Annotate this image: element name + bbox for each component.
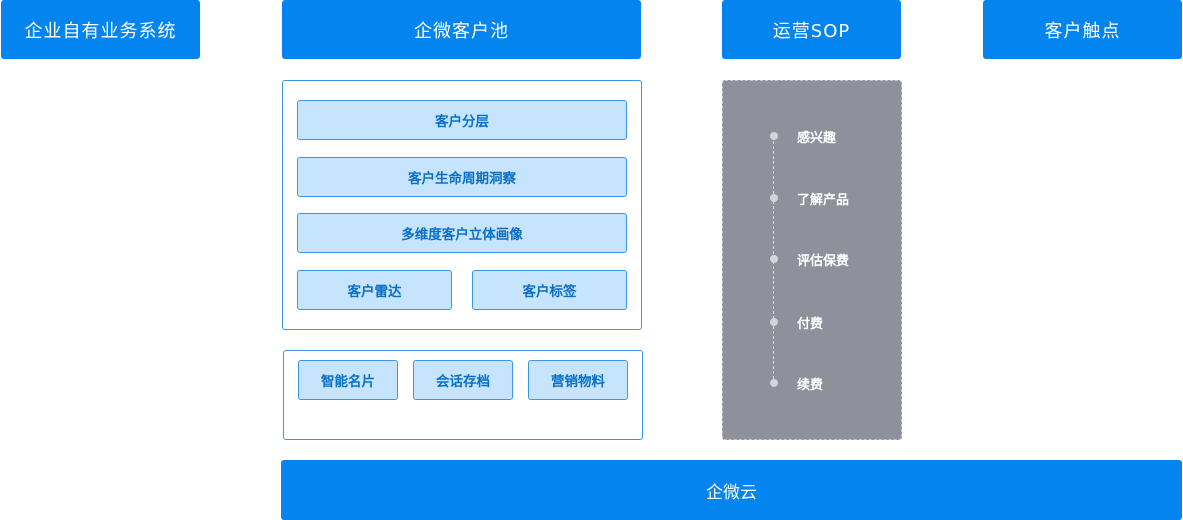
- customer-radar-chip: 客户雷达: [297, 270, 452, 310]
- sop-step-label: 续费: [797, 378, 824, 393]
- sop-step: 续费: [723, 373, 901, 393]
- sop-step: 感兴趣: [723, 126, 901, 146]
- enterprise-system-header: 企业自有业务系统: [1, 0, 200, 59]
- customer-segmentation-chip: 客户分层: [297, 100, 627, 140]
- sop-step-label: 付费: [797, 317, 824, 332]
- smart-card-chip: 智能名片: [298, 360, 398, 400]
- sop-step-label: 了解产品: [797, 193, 850, 208]
- lifecycle-insight-chip: 客户生命周期洞察: [297, 157, 627, 197]
- sop-timeline-panel: 感兴趣 了解产品 评估保费 付费 续费: [722, 80, 902, 440]
- timeline-dot-icon: [770, 132, 778, 140]
- sop-step: 评估保费: [723, 249, 901, 269]
- timeline-dot-icon: [770, 194, 778, 202]
- customer-profile-panel: 客户分层 客户生命周期洞察 多维度客户立体画像 客户雷达 客户标签: [282, 80, 642, 330]
- timeline-dot-icon: [770, 379, 778, 387]
- timeline-dot-icon: [770, 318, 778, 326]
- operation-sop-header: 运营SOP: [722, 0, 901, 59]
- sop-step-label: 感兴趣: [797, 131, 837, 146]
- customer-tag-chip: 客户标签: [472, 270, 627, 310]
- sop-step: 付费: [723, 312, 901, 332]
- timeline-dot-icon: [770, 255, 778, 263]
- touchpoints-header: 客户触点: [983, 0, 1182, 59]
- customer-pool-header: 企微客户池: [282, 0, 641, 59]
- customer-tools-panel: 智能名片 会话存档 营销物料: [283, 350, 643, 440]
- customer-portrait-chip: 多维度客户立体画像: [297, 213, 627, 253]
- marketing-material-chip: 营销物料: [528, 360, 628, 400]
- sop-step: 了解产品: [723, 188, 901, 208]
- chat-archive-chip: 会话存档: [413, 360, 513, 400]
- sop-step-label: 评估保费: [797, 254, 850, 269]
- wecom-cloud-bar: 企微云: [281, 460, 1182, 520]
